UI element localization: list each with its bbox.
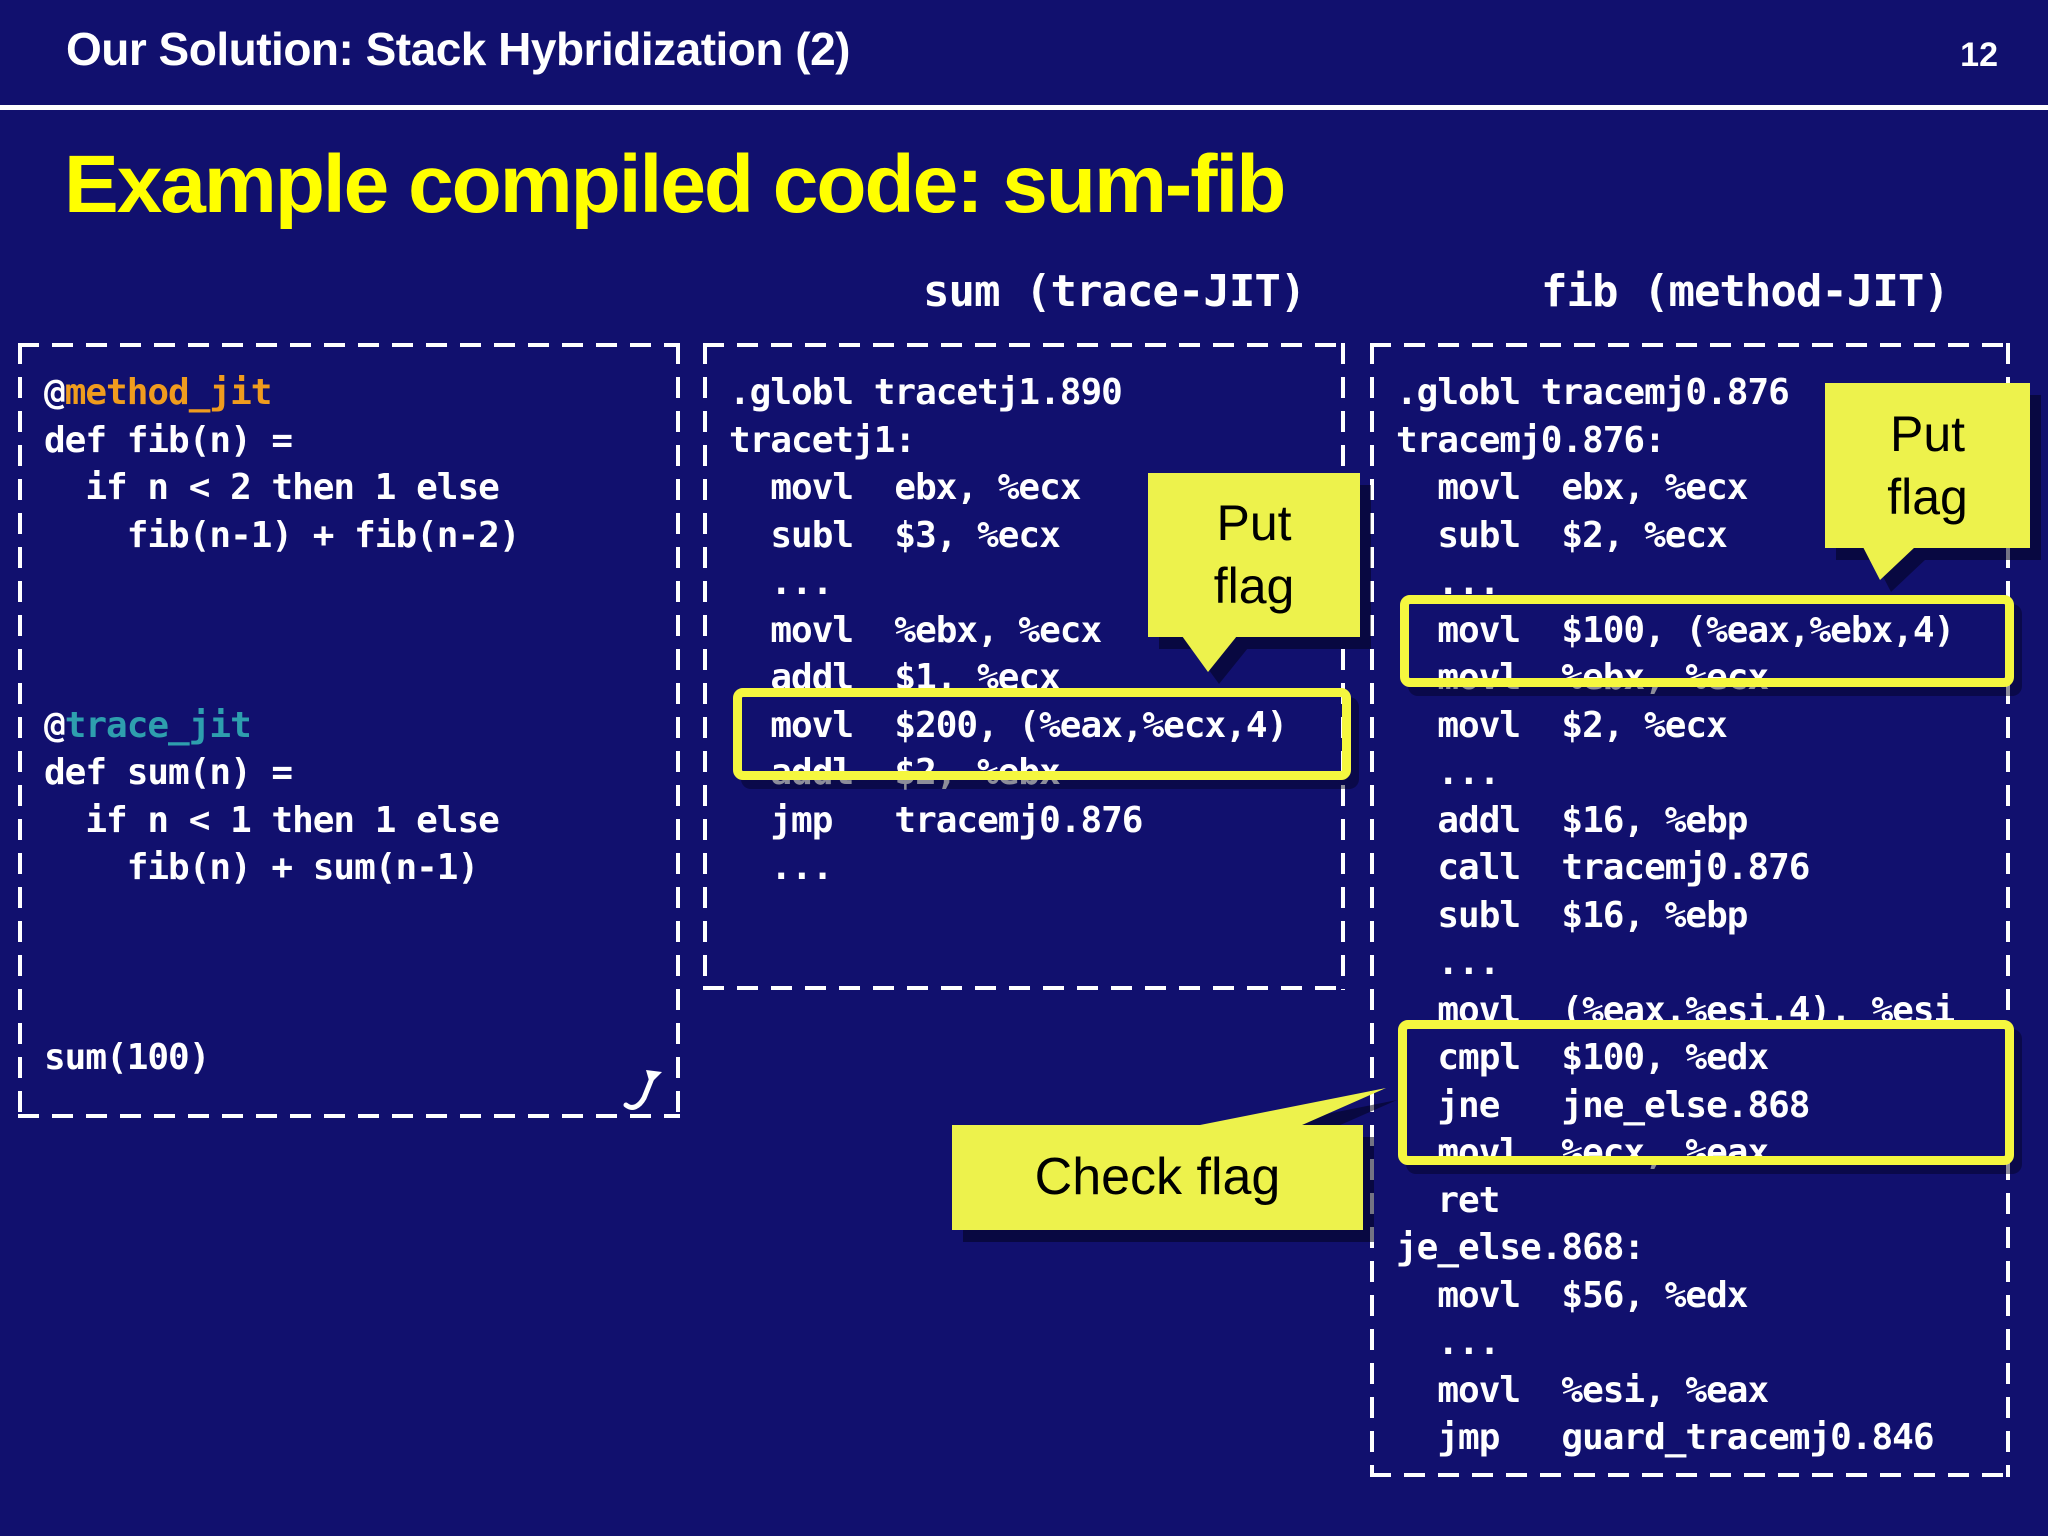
code-line: tracetj1: — [729, 419, 916, 461]
callout-tail-icon — [1182, 636, 1237, 672]
put-flag-bubble: Put flag — [1148, 473, 1360, 637]
code-line: movl $2, %ecx — [1396, 704, 1727, 746]
code-line — [44, 892, 520, 940]
callout-text: flag — [1213, 558, 1295, 614]
trace-jit-code-panel: .globl tracetj1.890 tracetj1: movl ebx, %… — [703, 343, 1345, 990]
code-line: movl ebx, %ecx — [729, 467, 1081, 508]
code-line — [44, 654, 520, 702]
slide-heading: Example compiled code: sum-fib — [64, 139, 1286, 230]
slide-title: Our Solution: Stack Hybridization (2) — [66, 23, 850, 75]
code-line: ... — [1396, 942, 1500, 983]
code-line: movl %ecx, %eax — [1396, 1132, 1769, 1173]
code-line: movl %ebx, %ecx — [729, 609, 1102, 651]
code-line — [44, 559, 520, 607]
code-line: movl $56, %edx — [1396, 1274, 1748, 1316]
code-line — [44, 607, 520, 655]
page-number: 12 — [1960, 36, 1998, 74]
code-line — [44, 987, 520, 1035]
code-line: addl $16, %ebp — [1396, 799, 1748, 841]
code-line: fib(n) + sum(n-1) — [44, 847, 479, 888]
code-line: .globl tracetj1.890 — [729, 372, 1123, 413]
code-line: call tracemj0.876 — [1396, 847, 1810, 888]
code-line: fib(n-1) + fib(n-2) — [44, 514, 521, 556]
code-line: jmp tracemj0.876 — [729, 799, 1143, 841]
callout-tail-icon — [1190, 1088, 1386, 1129]
check-flag-bubble: Check flag — [952, 1125, 1363, 1230]
code-line: subl $3, %ecx — [729, 514, 1060, 556]
code-line: subl $2, %ecx — [1396, 514, 1727, 556]
code-line: movl ebx, %ecx — [1396, 467, 1748, 508]
annotation-arrow-icon — [623, 1070, 662, 1110]
code-line: ... — [729, 847, 833, 888]
callout-text: flag — [1887, 468, 1968, 525]
title-divider — [0, 105, 2048, 110]
code-line: .globl tracemj0.876 — [1396, 372, 1790, 413]
code-line: if n < 1 then 1 else — [44, 799, 499, 841]
code-line: @trace_jit — [44, 704, 252, 746]
check-flag-callout: Check flag — [952, 1086, 1390, 1232]
trace-jit-code: .globl tracetj1.890 tracetj1: movl ebx, %… — [729, 369, 1288, 892]
highlight-put-flag-method — [1400, 595, 2014, 687]
highlight-check-flag — [1398, 1020, 2014, 1165]
code-line — [44, 939, 520, 987]
code-line: movl $100, (%eax,%ebx,4) — [1396, 609, 1955, 651]
put-flag-bubble: Put flag — [1825, 383, 2030, 548]
code-line: def fib(n) = — [44, 419, 293, 461]
code-line: ... — [1396, 752, 1500, 793]
code-line: if n < 2 then 1 else — [44, 467, 499, 508]
method-jit-code-panel: .globl tracemj0.876 tracemj0.876: movl eb… — [1370, 343, 2010, 1477]
put-flag-callout-2: Put flag — [1825, 383, 2030, 583]
code-line: movl %esi, %eax — [1396, 1369, 1769, 1411]
code-line: @method_jit — [44, 372, 272, 413]
code-line: def sum(n) = — [44, 752, 293, 793]
callout-tail-icon — [1863, 547, 1915, 580]
code-line: je_else.868: — [1396, 1227, 1645, 1268]
code-line: ret — [1396, 1179, 1500, 1221]
highlight-put-flag-trace — [733, 688, 1351, 780]
code-line: movl $200, (%eax,%ecx,4) — [729, 704, 1288, 746]
put-flag-callout-1: Put flag — [1148, 473, 1360, 678]
code-line: subl $16, %ebp — [1396, 894, 1748, 936]
code-line: ... — [1396, 1322, 1500, 1363]
callout-text: Put — [1216, 495, 1292, 551]
callout-text: Check flag — [1034, 1147, 1281, 1206]
method-jit-code: .globl tracemj0.876 tracemj0.876: movl eb… — [1396, 369, 1955, 1462]
code-line: movl %ebx, %ecx — [1396, 657, 1769, 698]
code-line: ... — [729, 562, 833, 603]
column-header-trace-jit: sum (trace-JIT) — [923, 266, 1306, 317]
code-line: jne jne_else.868 — [1396, 1084, 1810, 1126]
column-header-method-jit: fib (method-JIT) — [1541, 266, 1950, 317]
code-line: cmpl $100, %edx — [1396, 1037, 1769, 1078]
callout-text: Put — [1889, 405, 1966, 462]
code-line: tracemj0.876: — [1396, 419, 1666, 461]
code-line: sum(100) — [44, 1037, 210, 1078]
code-line: jmp guard_tracemj0.846 — [1396, 1417, 1934, 1458]
